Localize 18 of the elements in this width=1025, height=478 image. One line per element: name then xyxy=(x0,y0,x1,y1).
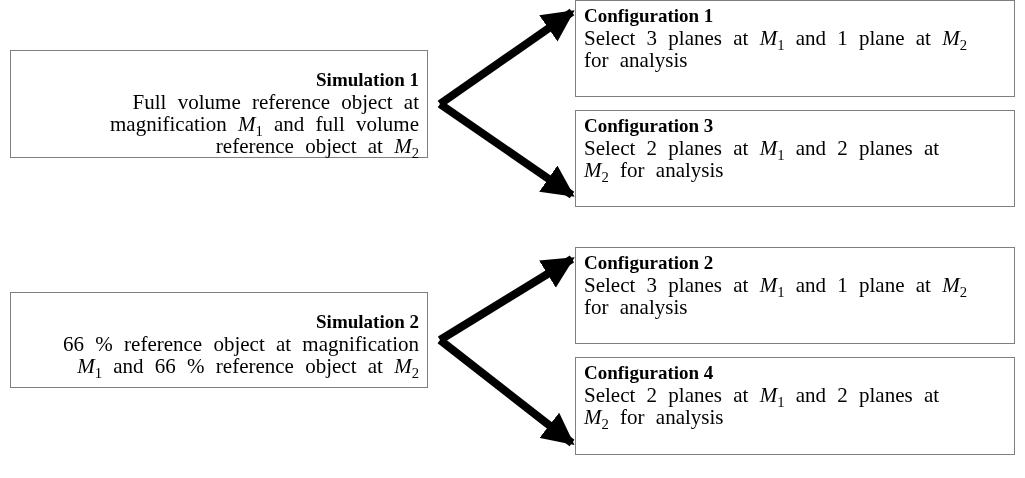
box-description: Select 2 planes at M$_{1}$ and 2 planes at M$_{2}$ for analysis xyxy=(584,137,941,181)
box-heading: Simulation 2 xyxy=(315,311,419,333)
text-box xyxy=(10,292,428,388)
box-description: Full volume reference object at magnification M$_{1}$ and full volume reference object at M$_{2}$ xyxy=(109,91,419,157)
box-heading: Configuration 1 xyxy=(584,5,715,27)
text-box xyxy=(575,110,1015,207)
text-box xyxy=(10,50,428,158)
box-heading: Configuration 3 xyxy=(584,115,715,137)
box-heading: Simulation 1 xyxy=(315,69,419,91)
text-box xyxy=(575,0,1015,97)
box-heading: Configuration 2 xyxy=(584,252,715,274)
box-description: Select 3 planes at M$_{1}$ and 1 plane at M$_{2}$ for analysis xyxy=(584,274,968,318)
text-box xyxy=(575,357,1015,455)
box-description: Select 2 planes at M$_{1}$ and 2 planes at M$_{2}$ for analysis xyxy=(584,384,941,428)
box-description: Select 3 planes at M$_{1}$ and 1 plane at M$_{2}$ for analysis xyxy=(584,27,968,71)
box-description: 66 % reference object at magnification M$_{1}$ and 66 % reference object at M$_{2}$ xyxy=(62,333,419,377)
text-box xyxy=(575,247,1015,344)
box-heading: Configuration 4 xyxy=(584,362,715,384)
